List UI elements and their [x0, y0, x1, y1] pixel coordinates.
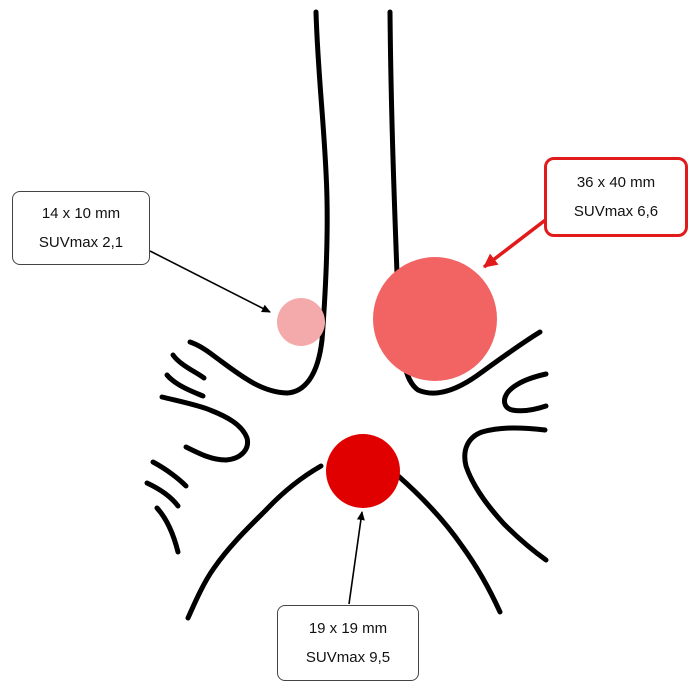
lesion-size-left: 14 x 10 mm: [42, 205, 120, 222]
lesion-suv-left: SUVmax 2,1: [39, 234, 123, 251]
lesion-suv-right: SUVmax 6,6: [574, 203, 658, 220]
lesion-suv-bottom: SUVmax 9,5: [306, 649, 390, 666]
arrow-right: [484, 218, 548, 267]
left-upper-lobe-branch-b: [167, 375, 203, 396]
left-lower-lobe-branch-a: [153, 462, 186, 486]
arrow-left: [150, 251, 270, 312]
left-bronchus-outer-wall: [162, 397, 248, 460]
lesion-bottom: [326, 434, 400, 508]
lesion-size-right: 36 x 40 mm: [577, 174, 655, 191]
lesion-right: [373, 257, 497, 381]
left-lower-lobe-branch-b: [147, 483, 178, 506]
lesion-label-bottom: 19 x 19 mm SUVmax 9,5: [277, 605, 419, 681]
lesion-size-bottom: 19 x 19 mm: [309, 620, 387, 637]
carina-left-wall: [188, 466, 321, 618]
left-upper-lobe-branch-a: [173, 355, 204, 378]
lesion-left: [277, 298, 325, 346]
arrow-bottom: [349, 512, 362, 604]
lesion-label-left: 14 x 10 mm SUVmax 2,1: [12, 191, 150, 265]
lesion-label-right: 36 x 40 mm SUVmax 6,6: [544, 157, 688, 237]
left-lower-lobe-outer-wall: [157, 508, 178, 552]
carina-right-wall: [396, 474, 500, 612]
right-bronchus-inner-wall: [465, 428, 546, 560]
right-branch-hook: [505, 374, 546, 411]
